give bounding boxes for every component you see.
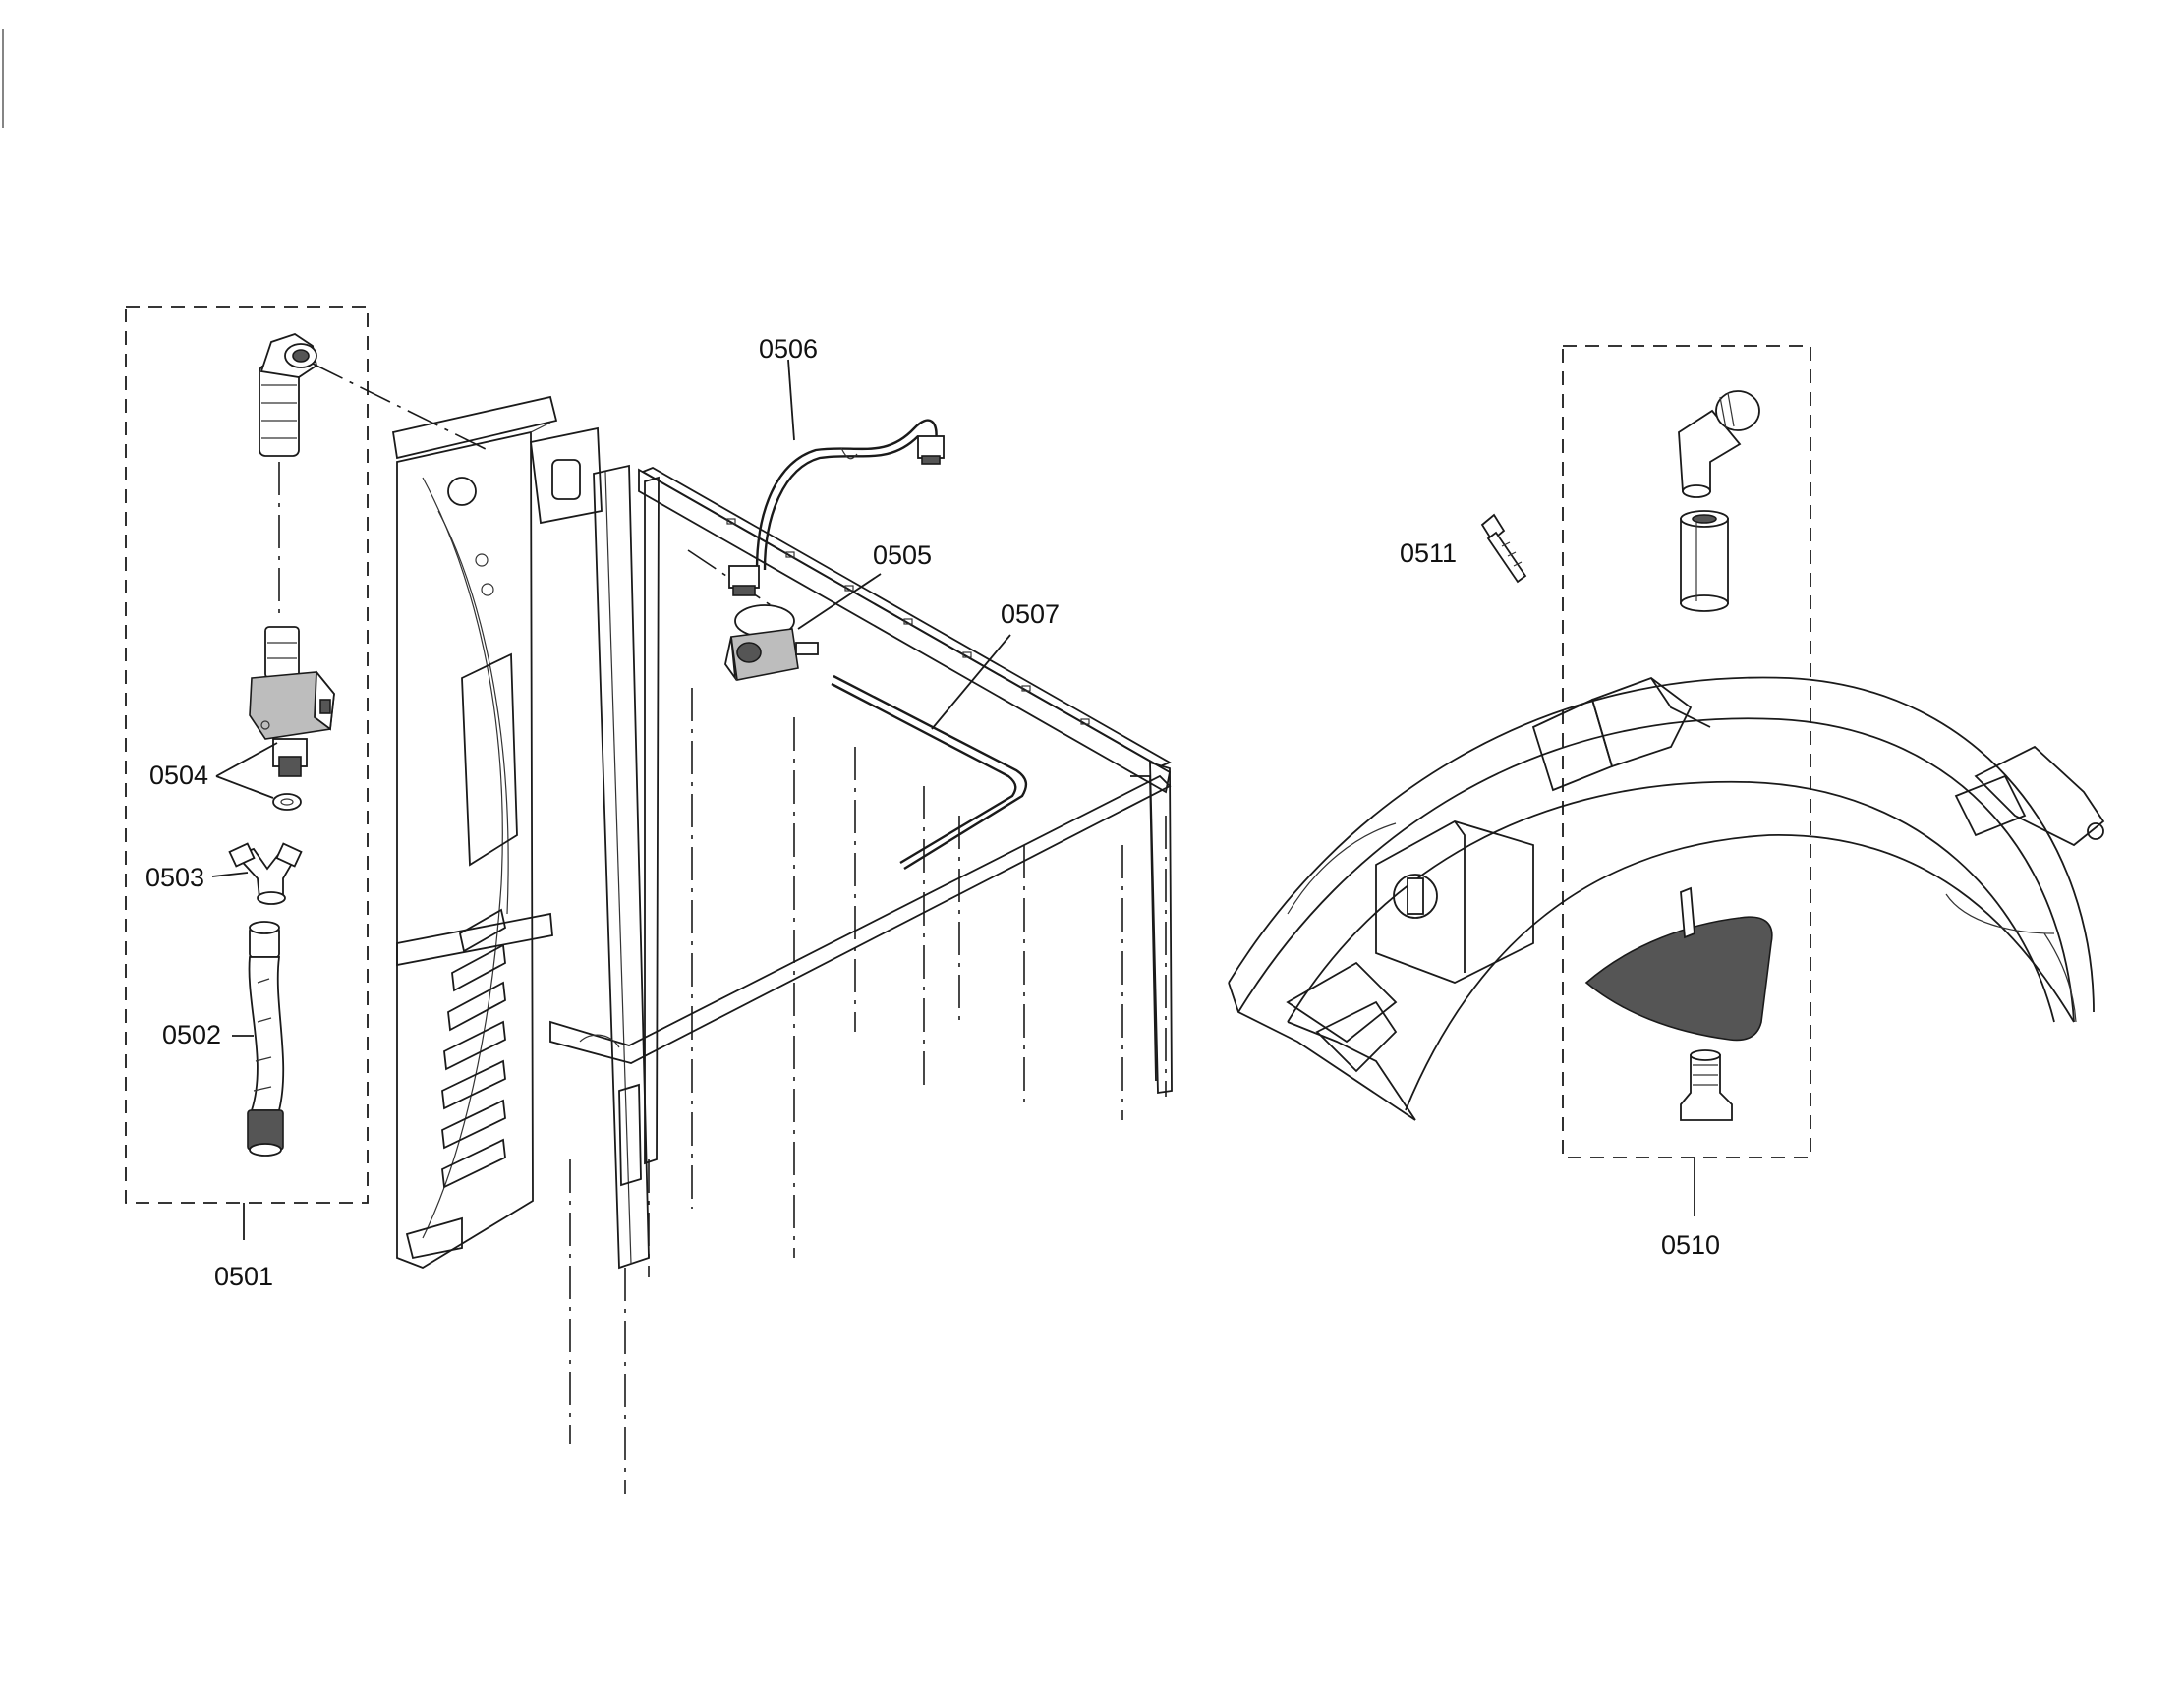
leader-0505 [797,573,882,630]
panel-slots [441,908,507,1189]
hose-elbow-part [259,333,318,457]
wire-harness-part [728,419,945,596]
leader-0504-a [215,742,278,777]
group-0510-box [1562,345,1811,1158]
pressure-switch-part [724,604,819,682]
label-0506: 0506 [759,334,818,364]
tub-front-part [1228,676,2105,1121]
washer-part [272,793,302,811]
group-0501: 0501 0504 [125,306,369,1291]
screw-part [1480,513,1527,584]
frame [530,426,1173,1270]
label-0501: 0501 [214,1262,273,1291]
label-0505: 0505 [873,540,932,570]
leader-0506 [787,359,795,441]
leader-0507 [931,634,1011,730]
label-0502: 0502 [162,1020,221,1049]
y-connector-part [228,842,303,905]
leader-0504-b [215,775,274,799]
projection-lines [569,549,1167,1494]
label-0510: 0510 [1661,1230,1720,1260]
projection-elbow [312,363,492,453]
side-panel [391,395,558,1269]
label-0503: 0503 [145,863,204,892]
group-0501-box [125,306,369,1204]
rail-holes [726,518,1090,725]
group-0510: 0510 [1562,345,1811,1260]
water-valve-part [249,626,335,777]
leader-0503 [211,872,249,877]
inlet-hose-part [247,921,285,1157]
drain-tube-part [831,674,1028,871]
nozzle-part [1680,1049,1733,1121]
label-0511: 0511 [1400,538,1457,568]
label-0507: 0507 [1001,599,1060,629]
sleeve-part [1680,510,1729,612]
label-0504: 0504 [149,761,208,790]
elbow-fitting-part [1678,390,1760,498]
